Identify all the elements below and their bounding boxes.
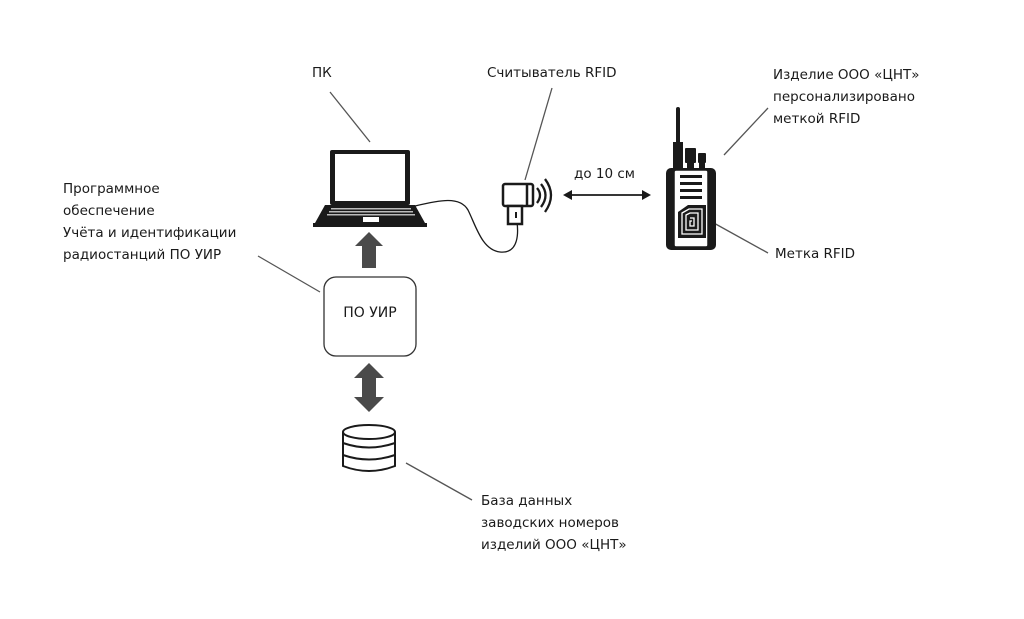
- db-label-line3: изделий ООО «ЦНТ»: [481, 537, 627, 553]
- software-leader-line: [257, 255, 321, 293]
- db-label-line1: База данных: [481, 493, 573, 509]
- db-leader-line: [405, 462, 473, 501]
- product-label-line2: персонализировано: [773, 89, 915, 105]
- product-label-line1: Изделие ООО «ЦНТ»: [773, 67, 920, 83]
- db-label-line2: заводских номеров: [481, 515, 619, 531]
- software-box: [323, 276, 417, 357]
- double-arrow-horizontal-icon: [563, 190, 651, 200]
- reader-leader-line: [524, 87, 553, 181]
- radio-station-icon: [666, 107, 716, 250]
- tag-leader-line: [711, 221, 769, 254]
- software-box-label: ПО УИР: [343, 305, 397, 321]
- distance-label: до 10 см: [574, 166, 635, 182]
- arrow-up-icon: [355, 232, 383, 268]
- rfid-reader-icon: [501, 178, 553, 226]
- rfid-tag-icon: [678, 205, 706, 238]
- software-label-line4: радиостанций ПО УИР: [63, 247, 222, 263]
- double-arrow-vertical-icon: [354, 363, 384, 412]
- laptop-icon: [313, 150, 427, 227]
- usb-cable: [414, 199, 519, 253]
- product-leader-line: [723, 107, 769, 156]
- pc-leader-line: [329, 91, 371, 143]
- reader-label: Считыватель RFID: [487, 65, 617, 81]
- software-label-line1: Программное: [63, 181, 160, 197]
- pc-label: ПК: [312, 65, 332, 81]
- product-label-line3: меткой RFID: [773, 111, 861, 127]
- tag-label: Метка RFID: [775, 246, 856, 262]
- software-label-line2: обеспечение: [63, 203, 155, 219]
- software-label-line3: Учёта и идентификации: [63, 225, 237, 241]
- database-icon: [342, 424, 396, 472]
